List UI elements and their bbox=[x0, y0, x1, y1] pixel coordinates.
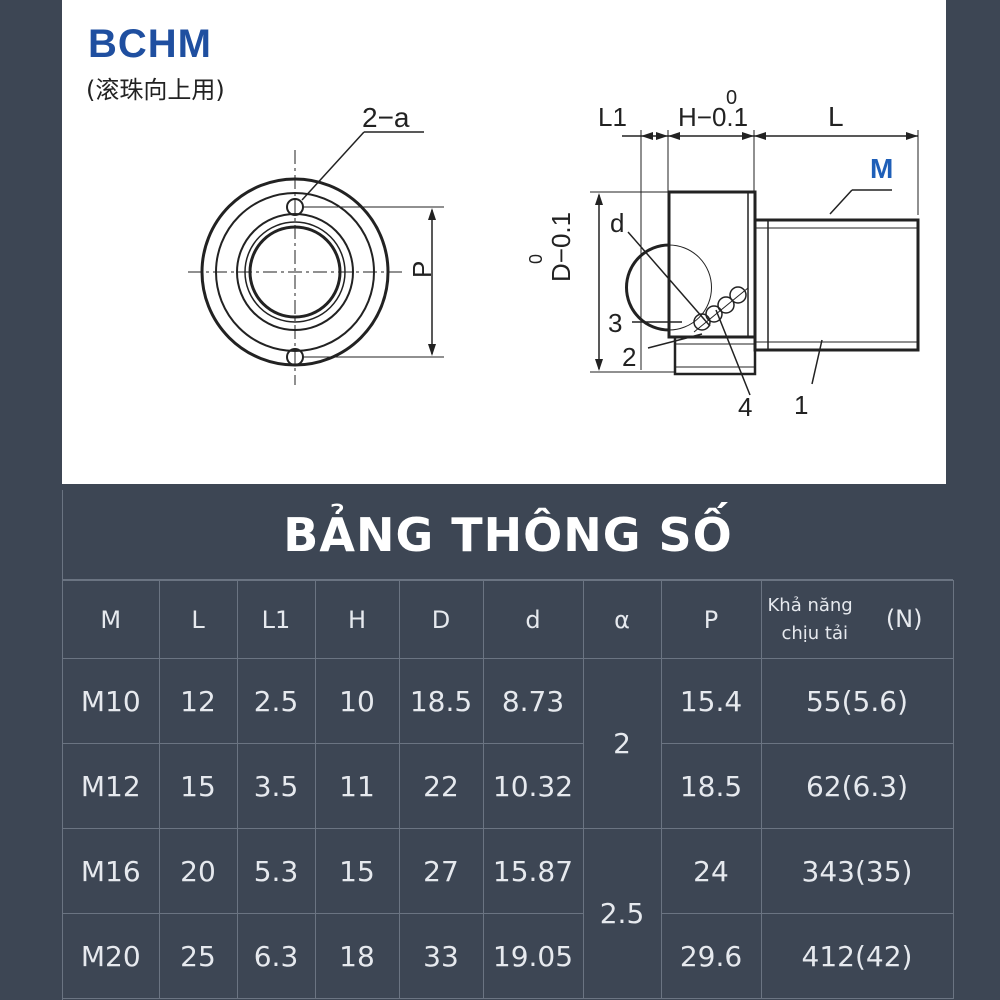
model-code: BCHM bbox=[88, 22, 212, 66]
cell-H: 11 bbox=[314, 743, 400, 829]
header-load-line2: chịu tải bbox=[781, 623, 849, 644]
header-L1: L1 bbox=[236, 580, 316, 659]
header-P: P bbox=[660, 580, 762, 659]
side-view: L1 H−0.1 0 L bbox=[526, 87, 920, 422]
cell-load: 62(6.3) bbox=[760, 743, 954, 829]
cell-P: 18.5 bbox=[660, 743, 762, 829]
header-load: Khả năng chịu tải (N) bbox=[760, 580, 954, 659]
cell-H: 15 bbox=[314, 828, 400, 914]
cell-load: 343(35) bbox=[760, 828, 954, 914]
cell-M: M12 bbox=[63, 743, 160, 829]
cell-L: 20 bbox=[158, 828, 238, 914]
label-M: M bbox=[870, 153, 893, 184]
spec-table: M L L1 H D d α P Khả năng chịu tải (N) M… bbox=[63, 580, 954, 999]
cell-L: 25 bbox=[158, 913, 238, 999]
cell-load: 55(5.6) bbox=[760, 658, 954, 744]
table-title: BẢNG THÔNG SỐ bbox=[63, 490, 953, 580]
table-row: M16 20 5.3 15 27 15.87 2.5 24 343(35) bbox=[63, 828, 954, 999]
header-d: d bbox=[482, 580, 584, 659]
cell-M: M10 bbox=[63, 658, 160, 744]
label-L1: L1 bbox=[598, 102, 627, 132]
cell-L1: 6.3 bbox=[236, 913, 316, 999]
label-part3: 3 bbox=[608, 308, 622, 338]
label-L: L bbox=[828, 101, 844, 132]
label-H-top: 0 bbox=[726, 87, 737, 109]
cell-D: 27 bbox=[398, 828, 484, 914]
cell-L1: 2.5 bbox=[236, 658, 316, 744]
cell-P: 29.6 bbox=[660, 913, 762, 999]
front-view: 2−a P bbox=[188, 102, 444, 385]
cell-D: 33 bbox=[398, 913, 484, 999]
label-H: H−0.1 bbox=[678, 102, 748, 132]
label-d: d bbox=[610, 208, 624, 238]
cell-H: 18 bbox=[314, 913, 400, 999]
cell-L: 15 bbox=[158, 743, 238, 829]
technical-drawing: BCHM (滚珠向上用) 2−a P bbox=[62, 0, 946, 484]
cell-load: 412(42) bbox=[760, 913, 954, 999]
header-a: α bbox=[582, 580, 662, 659]
cell-a-group-2: 2.5 bbox=[582, 828, 662, 999]
cell-d: 15.87 bbox=[482, 828, 584, 914]
model-note: (滚珠向上用) bbox=[86, 76, 225, 104]
cell-L1: 5.3 bbox=[236, 828, 316, 914]
table-row: M12 15 3.5 11 22 10.32 18.5 62(6.3) bbox=[63, 743, 954, 829]
cell-d: 10.32 bbox=[482, 743, 584, 829]
label-part4: 4 bbox=[738, 392, 752, 422]
label-part1: 1 bbox=[794, 390, 808, 420]
header-H: H bbox=[314, 580, 400, 659]
table-row: M10 12 2.5 10 18.5 8.73 2 15.4 55(5.6) bbox=[63, 658, 954, 829]
cell-D: 18.5 bbox=[398, 658, 484, 744]
cell-M: M16 bbox=[63, 828, 160, 914]
label-D-top: 0 bbox=[526, 254, 546, 264]
cell-L1: 3.5 bbox=[236, 743, 316, 829]
cell-d: 19.05 bbox=[482, 913, 584, 999]
cell-a-group-1: 2 bbox=[582, 658, 662, 829]
header-load-line1: Khả năng bbox=[767, 595, 853, 616]
drawing-svg: 2−a P L1 H−0.1 0 bbox=[188, 87, 920, 422]
cell-P: 15.4 bbox=[660, 658, 762, 744]
label-D: D−0.1 bbox=[546, 212, 576, 282]
cell-L: 12 bbox=[158, 658, 238, 744]
label-hole: 2−a bbox=[362, 102, 410, 133]
header-L: L bbox=[158, 580, 238, 659]
label-P: P bbox=[407, 261, 437, 278]
spec-table-section: BẢNG THÔNG SỐ M L L1 H D d α P Khả năng … bbox=[62, 490, 954, 1000]
table-row: M20 25 6.3 18 33 19.05 29.6 412(42) bbox=[63, 913, 954, 999]
cell-P: 24 bbox=[660, 828, 762, 914]
cell-d: 8.73 bbox=[482, 658, 584, 744]
cell-D: 22 bbox=[398, 743, 484, 829]
header-D: D bbox=[398, 580, 484, 659]
header-M: M bbox=[63, 580, 160, 659]
label-part2: 2 bbox=[622, 342, 636, 372]
cell-M: M20 bbox=[63, 913, 160, 999]
table-header-row: M L L1 H D d α P Khả năng chịu tải (N) bbox=[63, 580, 954, 659]
header-load-unit: (N) bbox=[885, 605, 923, 633]
cell-H: 10 bbox=[314, 658, 400, 744]
